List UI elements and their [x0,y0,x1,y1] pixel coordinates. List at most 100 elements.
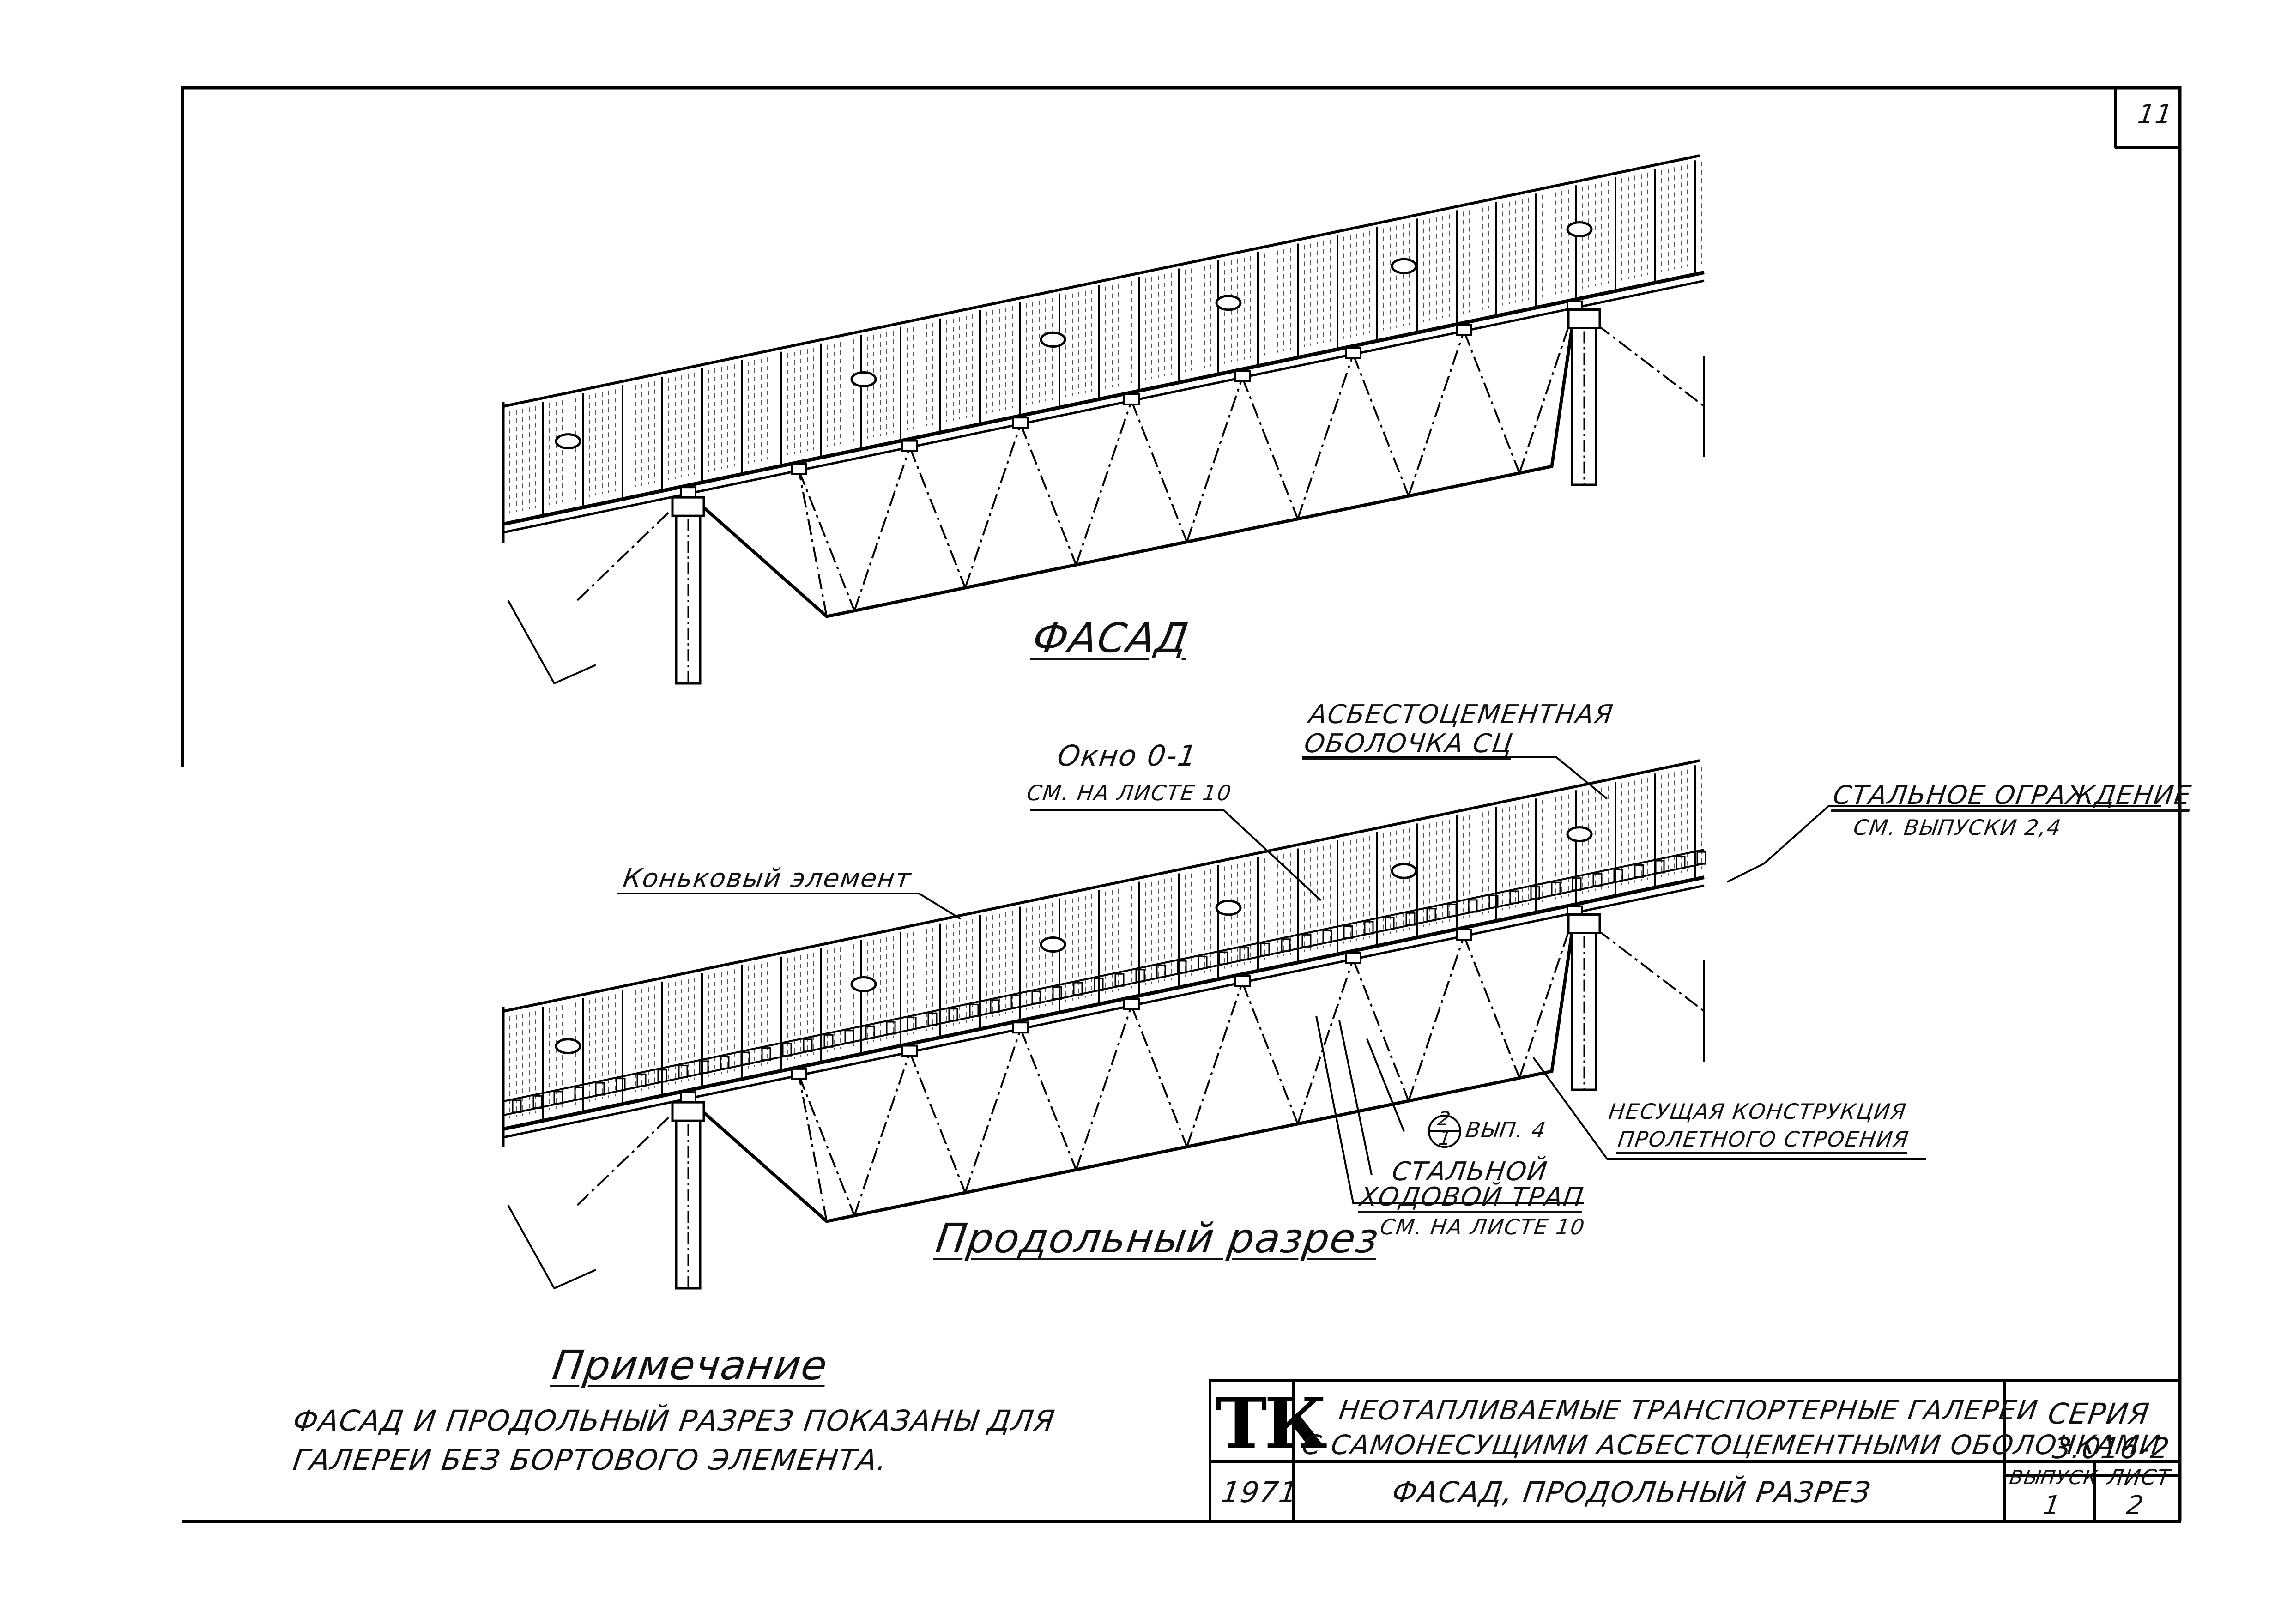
shell-window [1040,936,1066,953]
shell-window [1215,295,1242,311]
walkway-bracket [1592,873,1603,887]
sheet-title: ФАСАД, ПРОДОЛЬНЫЙ РАЗРЕЗ [1390,1475,1874,1509]
walkway-upper-line [503,849,1705,1102]
walkway-bracket [1385,917,1395,930]
node-mark-ref: ВЫП. 4 [1464,1117,1548,1142]
truss-diagonal [1186,377,1243,543]
truss-edge [554,664,596,684]
walkway-bracket [1135,969,1145,983]
walkway-bracket [1073,982,1083,996]
walkway-bracket [1655,860,1665,874]
walkway-bracket [1281,938,1291,952]
walkway-bracket [761,1047,771,1061]
page-label: ЛИСТ [2106,1465,2173,1490]
truss-diagonal [909,447,966,588]
truss-diagonal [576,1098,689,1206]
railing-leader [1727,805,2161,883]
series-label: СЕРИЯ [2046,1397,2152,1431]
shell-window [850,371,877,387]
note-line1: ФАСАД И ПРОДОЛЬНЫЙ РАЗРЕЗ ПОКАЗАНЫ ДЛЯ [291,1404,1058,1437]
truss-diagonal [853,447,911,611]
section-title: Продольный разрез [933,1214,1382,1262]
walkway-bracket [1010,995,1021,1008]
truss-node-plate [1012,417,1029,429]
truss-diagonal [687,1098,828,1222]
title-line1: НЕОТАПЛИВАЕМЫЕ ТРАНСПОРТЕРНЫЕ ГАЛЕРЕИ [1337,1395,2040,1426]
truss-diagonal [1241,982,1299,1124]
truss-node-plate [791,463,807,475]
walkway-bracket [927,1012,938,1026]
truss-diagonal [1408,331,1465,496]
column-head [671,496,705,517]
truss-node-plate [901,1044,918,1057]
walkway-bracket [1260,942,1270,956]
walkway-bracket [1426,908,1436,922]
truss-node-plate [1456,929,1472,941]
truss-edge [554,1269,596,1289]
shell-callout-line1: АСБЕСТОЦЕМЕНТНАЯ [1307,700,1615,730]
title-line2: С САМОНЕСУЩИМИ АСБЕСТОЦЕМЕНТНЫМИ ОБОЛОЧК… [1300,1429,2163,1461]
walkway-bracket [720,1056,730,1069]
walkway-bracket [595,1082,605,1096]
truss-diagonal [1352,354,1410,496]
sheet-number: 11 [2136,99,2175,129]
walkway-bracket [657,1069,667,1083]
walkway-bracket [532,1095,543,1109]
walkway-bracket [823,1034,834,1048]
callout-leaders [617,756,2161,1204]
walkway-bracket [636,1073,647,1087]
truss-diagonal [1297,354,1354,519]
walkway-bracket [1052,986,1062,1000]
truss-diagonal [798,1075,855,1216]
walkway-bracket [782,1043,792,1057]
walkway-bracket [803,1038,813,1052]
walkway-bracket [1572,877,1582,891]
walkway-bracket [678,1064,688,1078]
walkway-bracket [1696,851,1706,865]
walkway-bracket [969,1003,979,1017]
truss-diagonal [964,423,1022,588]
walkway-bracket [844,1030,854,1044]
walkway-bracket [1530,886,1540,900]
ladder-callout-ref: СМ. НА ЛИСТЕ 10 [1379,1214,1587,1239]
walkway-bracket [553,1091,563,1105]
railing-callout-ref: СМ. ВЫПУСКИ 2,4 [1852,815,2063,840]
walkway-bracket [1322,930,1332,943]
truss-diagonal [1075,400,1132,565]
walkway-bracket [740,1051,750,1065]
longitudinal-section-view [502,759,1706,1290]
truss-diagonal [1463,936,1520,1079]
series-value: 3.016-2 [2051,1431,2172,1465]
shell-window [555,433,581,450]
shell-bottom-chord [503,271,1705,526]
shell-callout-line2: ОБОЛОЧКА СЦ [1302,729,1515,759]
facade-view [502,154,1705,685]
window-callout-name: Окно 0-1 [1055,739,1199,773]
walkway-bracket [1156,964,1166,978]
shell-base-line [503,884,1705,1139]
walkway-bracket [1509,890,1519,904]
walkway-bracket [1343,925,1353,939]
node-mark-leader [1366,1038,1405,1132]
walkway-bracket [1198,956,1208,970]
shell-window [850,976,877,992]
truss-node-plate [1345,347,1361,359]
walkway-bracket [1031,990,1041,1004]
column-head [671,1101,705,1122]
truss-diagonal [1297,959,1354,1124]
truss-diagonal [1186,982,1243,1147]
shell-bottom-chord [503,875,1705,1131]
truss-node-plate [1012,1021,1029,1034]
ladder-ref-leader [1338,1020,1373,1176]
truss-node-plate [680,1091,696,1104]
walkway-bracket [948,1008,958,1022]
structure-callout-line2: ПРОЛЕТНОГО СТРОЕНИЯ [1616,1127,1911,1152]
walkway-bracket [865,1025,875,1039]
ladder-callout-line2: ХОДОВОЙ ТРАП [1358,1182,1586,1212]
walkway-bracket [907,1017,917,1031]
shell-window [555,1038,581,1055]
window-callout-ref: СМ. НА ЛИСТЕ 10 [1025,780,1234,805]
truss-diagonal [798,1075,828,1222]
note-line2: ГАЛЕРЕИ БЕЗ БОРТОВОГО ЭЛЕМЕНТА. [291,1443,890,1477]
